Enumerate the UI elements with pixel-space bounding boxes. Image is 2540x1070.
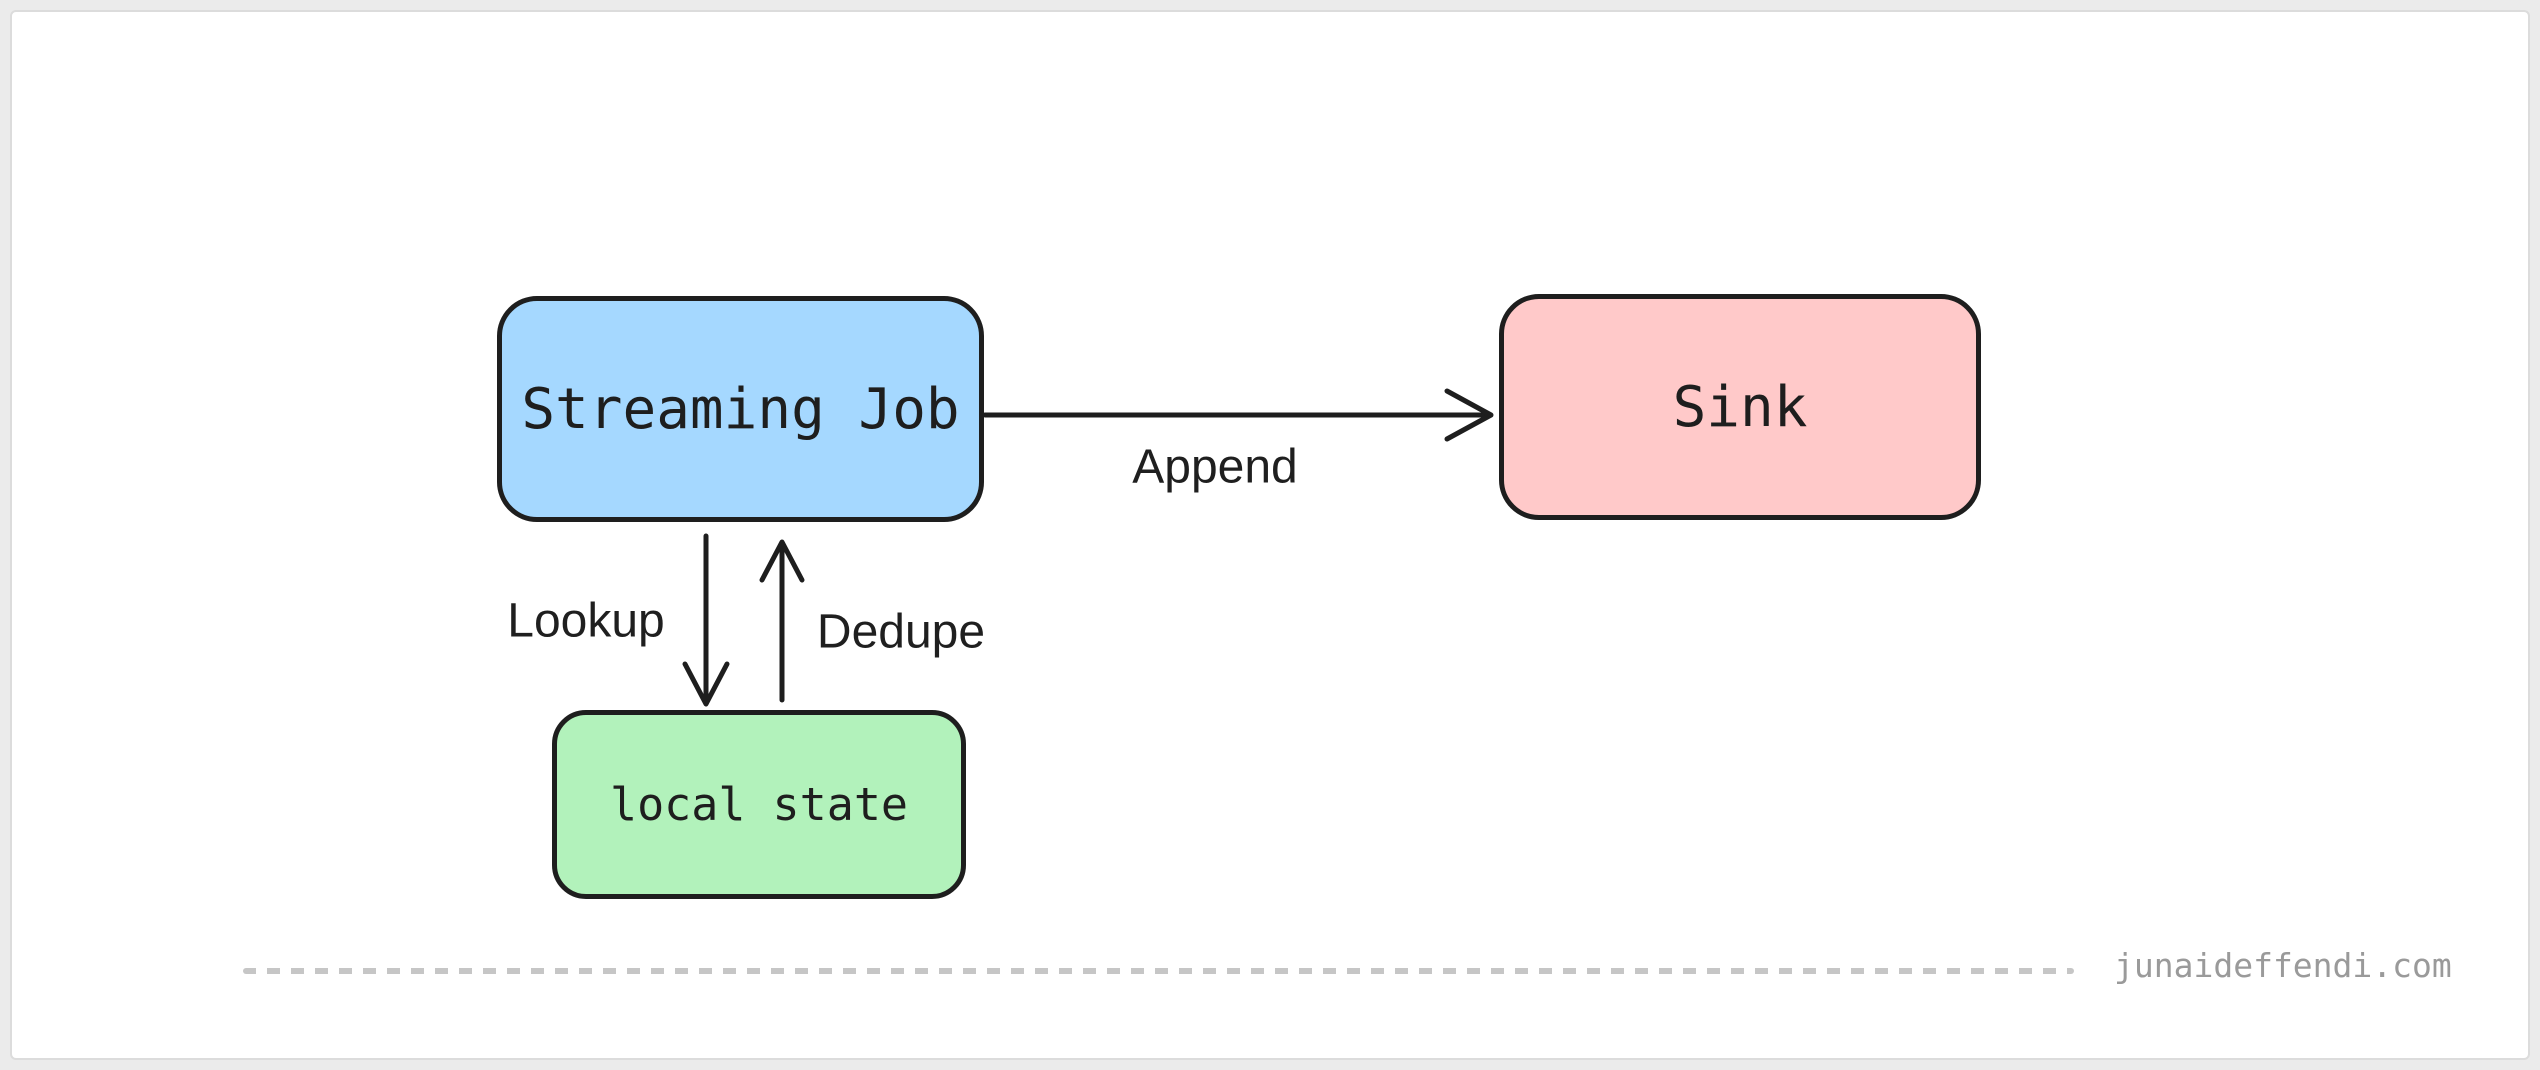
dashed-separator-line [243,968,2074,974]
diagram-canvas [10,10,2530,1060]
edge-label-lookup: Lookup [507,594,665,648]
edge-label-dedupe: Dedupe [816,605,986,659]
node-sink-label: Sink [1672,374,1808,440]
node-streaming-job-label: Streaming Job [521,376,960,442]
node-sink: Sink [1499,294,1981,520]
edge-label-append: Append [1132,440,1298,494]
node-streaming-job: Streaming Job [497,296,984,522]
node-local-state-label: local state [609,778,908,831]
node-local-state: local state [552,710,966,899]
watermark: junaideffendi.com [2114,946,2452,985]
